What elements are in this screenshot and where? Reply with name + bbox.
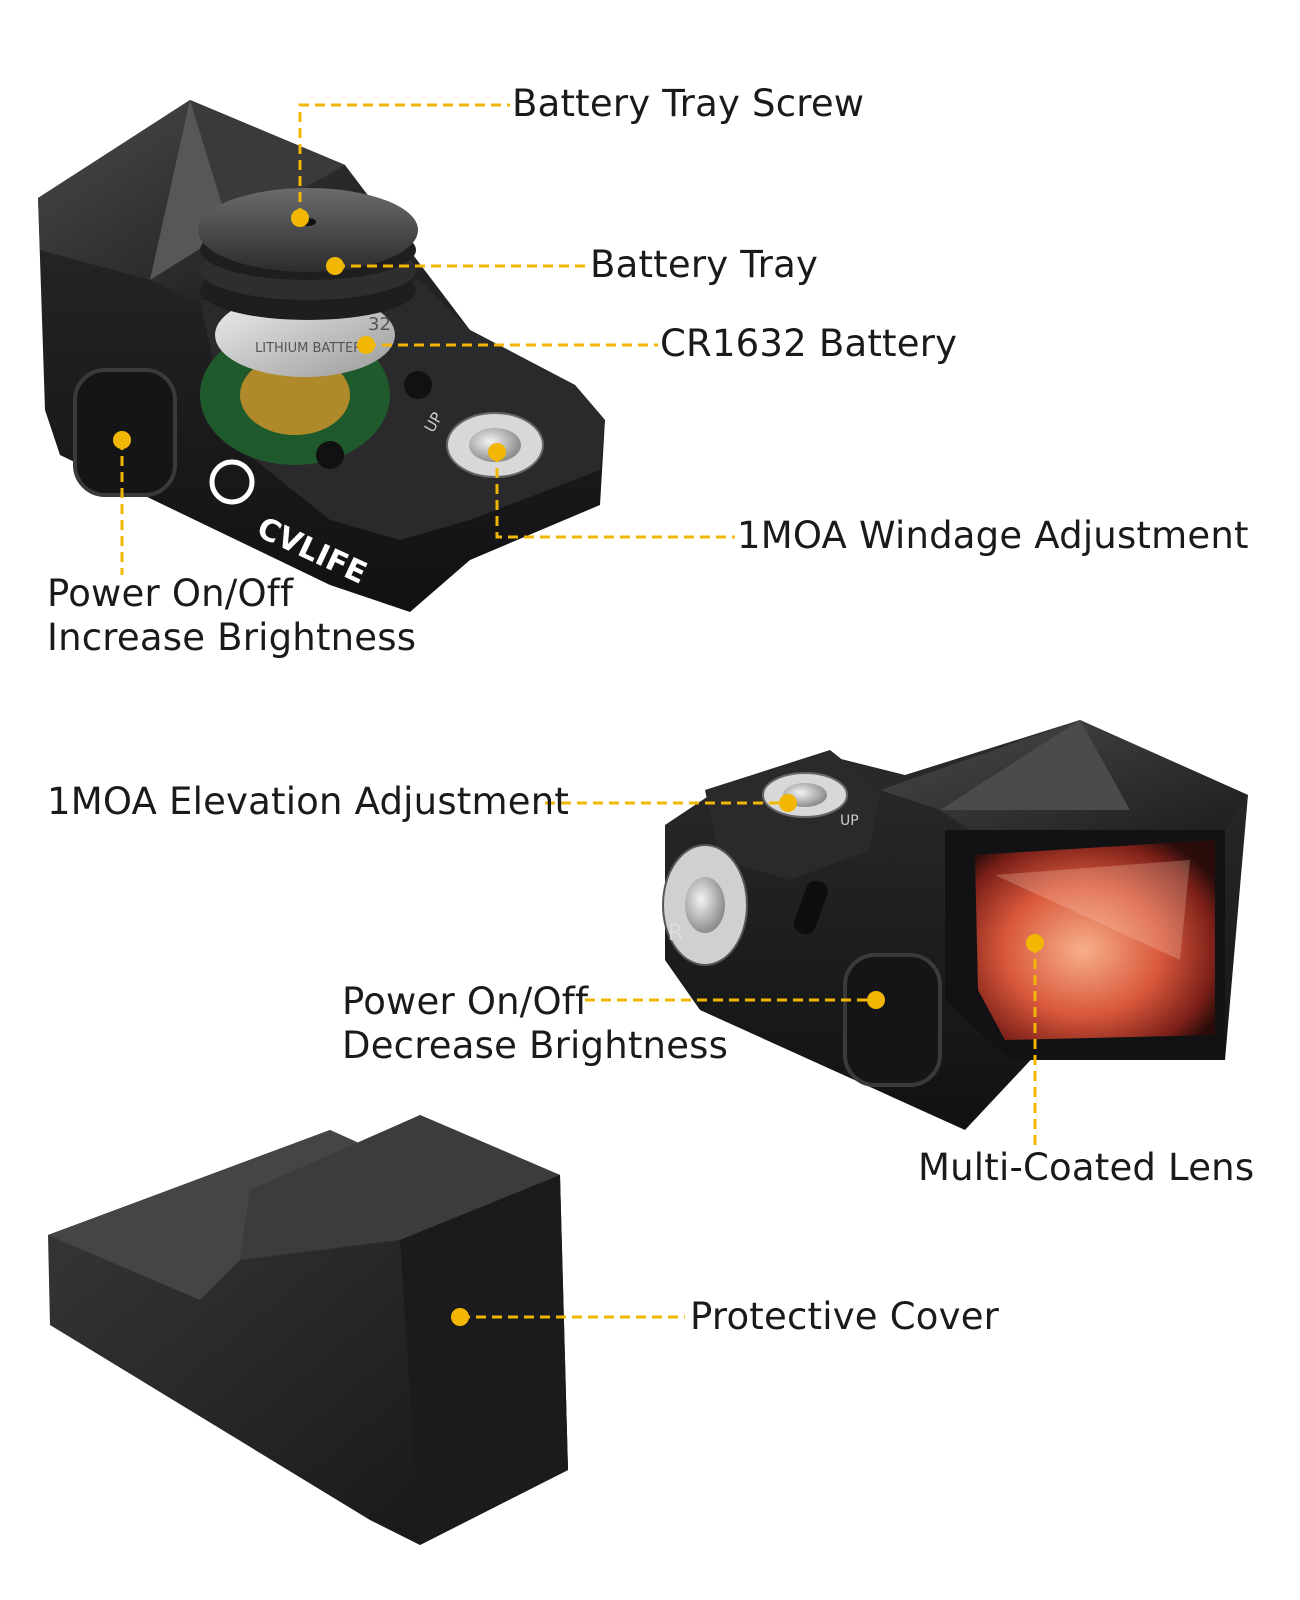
callout-dot xyxy=(779,794,797,812)
leader-windage xyxy=(495,452,735,539)
label-power-increase-line2: Increase Brightness xyxy=(47,616,417,659)
callout-dot xyxy=(488,443,506,461)
battery-model-text: 32 xyxy=(368,314,391,335)
mount-screw xyxy=(404,371,432,399)
power-decrease-button xyxy=(843,953,942,1087)
label-multi-coated-lens: Multi-Coated Lens xyxy=(918,1146,1255,1189)
label-protective-cover: Protective Cover xyxy=(690,1295,1000,1338)
callout-dot xyxy=(1026,934,1044,952)
leader-lines xyxy=(120,103,1037,1319)
label-windage-adjustment: 1MOA Windage Adjustment xyxy=(737,514,1249,557)
brand-logo-icon xyxy=(209,459,255,505)
label-power-decrease: Power On/Off Decrease Brightness xyxy=(342,980,728,1068)
multi-coated-lens xyxy=(975,840,1215,1040)
cover-top-face xyxy=(240,1115,560,1260)
callout-dot xyxy=(451,1308,469,1326)
label-power-increase: Power On/Off Increase Brightness xyxy=(47,572,416,660)
cover-top-face xyxy=(48,1130,370,1300)
label-battery-tray-screw: Battery Tray Screw xyxy=(512,82,865,125)
label-battery-tray: Battery Tray xyxy=(590,243,819,286)
protective-cover xyxy=(48,1115,568,1545)
label-power-decrease-line1: Power On/Off xyxy=(342,980,589,1023)
body-slot xyxy=(793,880,828,935)
hood-facet xyxy=(940,720,1130,810)
callout-dot xyxy=(291,209,309,227)
hood-facet xyxy=(190,100,345,230)
cover-front-face xyxy=(400,1175,568,1545)
leader-battery-tray-screw xyxy=(298,103,510,218)
sight-front-view: UP R xyxy=(662,720,1248,1130)
callout-dot xyxy=(113,431,131,449)
callout-dots xyxy=(113,209,1044,1326)
label-power-increase-line1: Power On/Off xyxy=(47,572,294,615)
mount-screw xyxy=(316,441,344,469)
label-elevation-adjustment: 1MOA Elevation Adjustment xyxy=(47,780,570,823)
callout-dot xyxy=(326,257,344,275)
elevation-up-mark: UP xyxy=(840,813,859,829)
sight-top-view: LITHIUM BATTERY 32 UP CVLIFE xyxy=(38,100,605,612)
callout-dot xyxy=(357,336,375,354)
side-knob xyxy=(685,877,725,933)
battery-print-text: LITHIUM BATTERY xyxy=(255,341,369,356)
label-power-decrease-line2: Decrease Brightness xyxy=(342,1024,729,1067)
battery-tray xyxy=(198,188,418,272)
callout-dot xyxy=(867,991,885,1009)
label-cr1632-battery: CR1632 Battery xyxy=(660,322,958,365)
lens-reflection xyxy=(995,860,1190,960)
side-r-mark: R xyxy=(668,921,683,946)
